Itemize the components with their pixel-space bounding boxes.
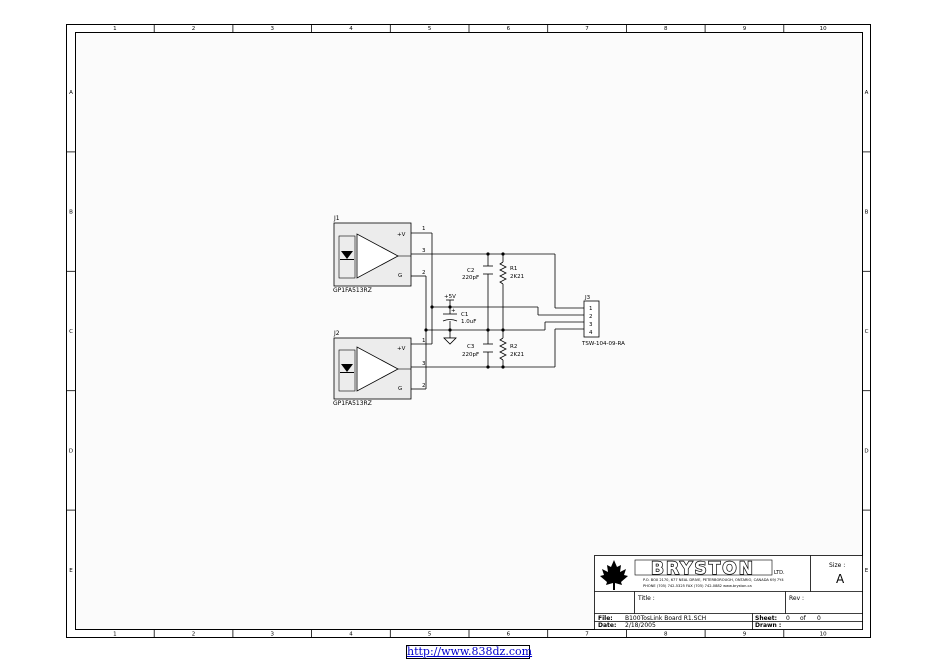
- c3-value: 220pF: [462, 352, 479, 358]
- r1-resistor: R1 2K21: [499, 261, 524, 285]
- frame-row-label: B: [69, 210, 73, 216]
- frame-row-label: E: [865, 568, 869, 574]
- j3-pin4: 4: [589, 330, 593, 336]
- frame-column-label: 3: [271, 632, 275, 638]
- footer-link[interactable]: http://www.838dz.com: [406, 645, 533, 659]
- address-line-2: PHONE (705) 742-5325 FAX (705) 742-0882 …: [643, 584, 752, 588]
- j3-pin1: 1: [589, 306, 593, 312]
- brand-suffix: LTD.: [774, 570, 785, 576]
- frame-column-label: 4: [349, 26, 353, 32]
- r2-resistor: R2 2K21: [499, 337, 524, 361]
- j3-header: J3 1 2 3 4 TSW-104-09-RA: [581, 295, 625, 347]
- j1-ref: J1: [333, 215, 340, 222]
- frame-column-label: 9: [743, 26, 747, 32]
- j3-pin3: 3: [589, 322, 593, 328]
- file-value: B100TosLink Board R1.SCH: [625, 615, 706, 622]
- sheet-label: Sheet:: [755, 615, 777, 622]
- frame-column-label: 5: [428, 632, 432, 638]
- j2-receiver: J2 GP1FA513RZ +V G 1 3 2: [333, 330, 426, 407]
- schematic-wires: [411, 232, 584, 390]
- frame-column-label: 7: [585, 26, 589, 32]
- frame-column-label: 9: [743, 632, 747, 638]
- frame-column-label: 10: [820, 26, 827, 32]
- frame-column-label: 2: [192, 632, 196, 638]
- frame-column-label: 8: [664, 632, 668, 638]
- j1-pin3: 3: [422, 248, 426, 254]
- frame-row-label: E: [69, 568, 73, 574]
- frame-column-label: 6: [507, 632, 511, 638]
- size-label: Size :: [829, 562, 845, 569]
- j1-part: GP1FA513RZ: [333, 287, 372, 294]
- frame-column-label: 5: [428, 26, 432, 32]
- date-label: Date:: [598, 622, 616, 629]
- j1-pin2: 2: [422, 270, 426, 276]
- j3-part: TSW-104-09-RA: [581, 341, 625, 347]
- c3-ref: C3: [467, 344, 475, 350]
- address-line-1: P.O. BOX 2170, 677 NEAL DRIVE, PETERBORO…: [643, 578, 784, 582]
- junction-dots: [424, 252, 505, 369]
- j1-pin1: 1: [422, 226, 426, 232]
- frame-column-label: 1: [113, 26, 117, 32]
- frame-column-label: 6: [507, 26, 511, 32]
- c3-capacitor: C3 220pF: [462, 343, 493, 358]
- j2-pin1: 1: [422, 338, 426, 344]
- maple-leaf-icon: [600, 560, 628, 590]
- of-label: of: [800, 615, 807, 622]
- j2-ref: J2: [333, 330, 340, 337]
- j2-pin3: 3: [422, 361, 426, 367]
- j3-pin2: 2: [589, 314, 593, 320]
- j2-part: GP1FA513RZ: [333, 400, 372, 407]
- frame-column-label: 8: [664, 26, 668, 32]
- c2-value: 220pF: [462, 275, 479, 281]
- j1-pin-v: +V: [397, 232, 406, 238]
- size-value: A: [836, 572, 845, 586]
- j2-pin2: 2: [422, 383, 426, 389]
- drawn-label: Drawn :: [755, 622, 781, 629]
- j3-ref: J3: [584, 295, 591, 301]
- r1-value: 2K21: [510, 274, 524, 280]
- j1-pin-g: G: [398, 273, 402, 279]
- frame-column-label: 2: [192, 26, 196, 32]
- frame-column-label: 1: [113, 632, 117, 638]
- c1-ref: C1: [461, 312, 468, 318]
- bryston-logo: BRYSTON LTD. P.O. BOX 2170, 677 NEAL DRI…: [634, 558, 785, 588]
- frame-row-label: B: [865, 210, 869, 216]
- frame-column-label: 4: [349, 632, 353, 638]
- frame-row-label: A: [69, 90, 73, 96]
- c1-value: 1.0uF: [461, 319, 476, 325]
- frame-row-label: D: [864, 448, 868, 454]
- frame-row-label: D: [69, 448, 73, 454]
- of-value: 0: [817, 615, 821, 622]
- c2-ref: C2: [467, 268, 474, 274]
- frame-column-label: 7: [585, 632, 589, 638]
- frame-row-label: C: [69, 329, 73, 335]
- r2-value: 2K21: [510, 352, 524, 358]
- supply-symbol: +5V: [444, 294, 456, 301]
- sheet-value: 0: [786, 615, 790, 622]
- r2-ref: R2: [510, 344, 517, 350]
- frame-row-label: A: [865, 90, 869, 96]
- file-label: File:: [598, 615, 613, 622]
- brand-name: BRYSTON: [651, 559, 755, 579]
- c2-capacitor: C2 220pF: [462, 265, 493, 281]
- j1-receiver: J1 GP1FA513RZ +V G 1 3 2: [333, 215, 426, 294]
- j2-pin-g: G: [398, 386, 402, 392]
- frame-row-label: C: [865, 329, 869, 335]
- c1-capacitor: + C1 1.0uF: [442, 308, 476, 345]
- rev-label: Rev :: [789, 595, 804, 602]
- title-block: [594, 555, 863, 630]
- svg-text:+: +: [451, 308, 456, 314]
- supply-label: +5V: [444, 294, 456, 300]
- date-value: 2/18/2005: [625, 622, 656, 629]
- frame-column-label: 10: [820, 632, 827, 638]
- j2-pin-v: +V: [397, 346, 406, 352]
- frame-column-label: 3: [271, 26, 275, 32]
- title-label: Title :: [637, 595, 655, 602]
- r1-ref: R1: [510, 266, 517, 272]
